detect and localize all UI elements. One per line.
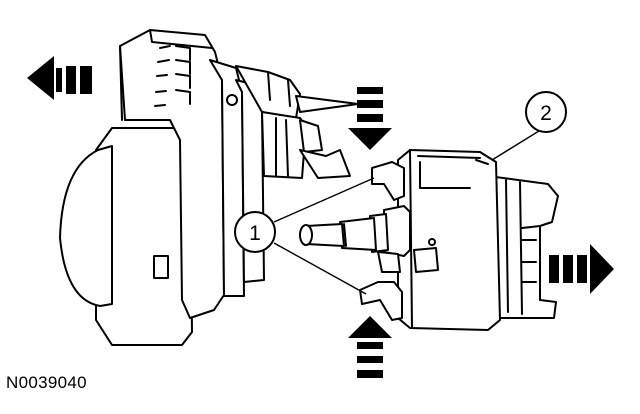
callout-circle	[234, 211, 276, 253]
callout-number: 1	[249, 222, 261, 245]
callout-circle	[525, 91, 567, 133]
leader-line-1-lower	[273, 242, 367, 295]
callout-2: 2	[525, 91, 567, 133]
leader-line-1-upper	[273, 177, 375, 223]
arrow-right-icon	[549, 244, 614, 294]
figure-id-label: N0039040	[6, 373, 87, 392]
switch-panel-housing	[59, 29, 359, 346]
callout-1: 1	[234, 211, 276, 253]
arrow-down-icon	[348, 87, 392, 150]
callout-number: 2	[540, 102, 552, 125]
rotary-switch-component	[299, 149, 559, 331]
arrow-left-icon	[27, 56, 92, 100]
arrow-up-icon	[348, 316, 392, 378]
